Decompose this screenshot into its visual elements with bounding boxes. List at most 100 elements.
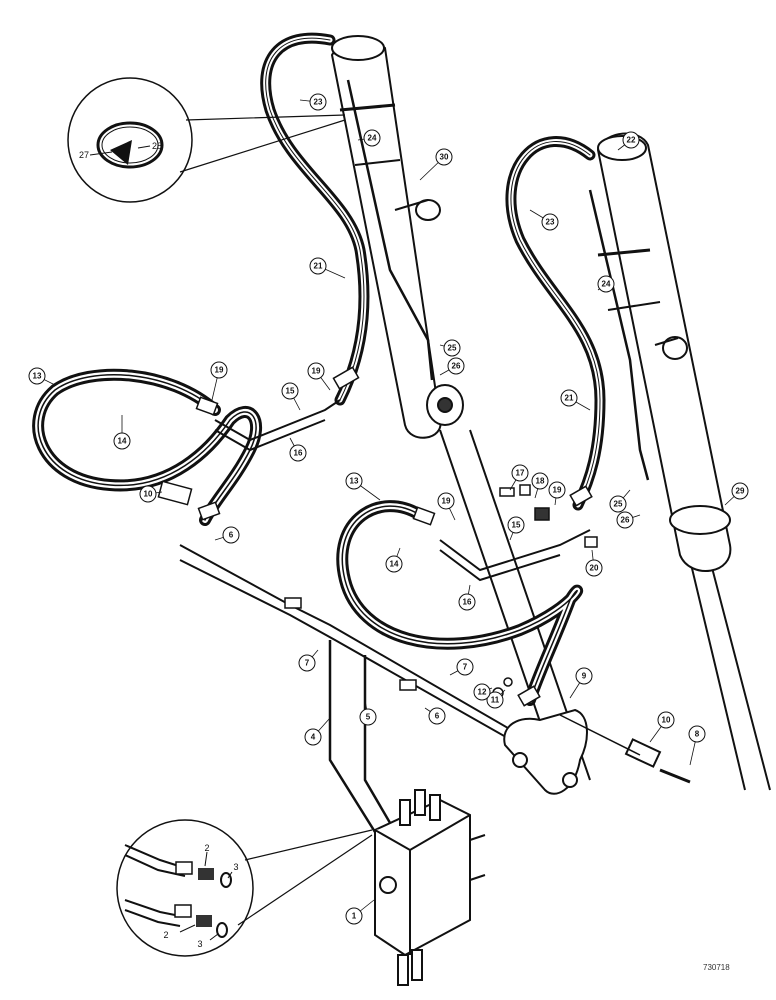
callout-circle — [359, 708, 377, 726]
callout-number: 10 — [144, 490, 153, 499]
callout-number: 11 — [491, 696, 500, 705]
callout-12: 12 — [473, 683, 493, 701]
callout-number: 29 — [736, 487, 745, 496]
callout-14: 14 — [385, 547, 403, 573]
callout-number: 21 — [314, 262, 323, 271]
callout-19: 19 — [437, 492, 456, 521]
inset-callout-2a: 2 — [204, 843, 209, 853]
callout-15: 15 — [281, 382, 301, 411]
callout-circle — [210, 361, 228, 379]
callout-25: 25 — [609, 489, 631, 513]
drawing-id: 730718 — [703, 963, 730, 972]
callout-circle — [731, 482, 749, 500]
inset-callout-2b: 2 — [163, 930, 168, 940]
callout-21: 21 — [560, 389, 591, 411]
inset-callout-3a: 3 — [233, 862, 238, 872]
callout-1: 1 — [345, 899, 375, 925]
callout-number: 7 — [305, 659, 310, 668]
callout-number: 15 — [512, 521, 521, 530]
callout-number: 16 — [294, 449, 303, 458]
callout-circle — [443, 339, 461, 357]
callout-15: 15 — [507, 516, 525, 541]
inset-callout-28: 28 — [152, 141, 162, 151]
callout-number: 10 — [662, 716, 671, 725]
callout-number: 25 — [614, 500, 623, 509]
callout-number: 26 — [452, 362, 461, 371]
callout-4: 4 — [304, 717, 331, 746]
callout-circle — [385, 555, 403, 573]
hoses — [32, 32, 606, 706]
callout-circle — [575, 667, 593, 685]
callout-10: 10 — [139, 485, 163, 503]
callout-number: 22 — [627, 136, 636, 145]
callout-16: 16 — [458, 584, 476, 611]
control-valve — [374, 789, 486, 986]
callout-7: 7 — [449, 658, 474, 676]
inset-callout-27: 27 — [79, 150, 89, 160]
callout-circle — [435, 148, 453, 166]
callout-number: 21 — [565, 394, 574, 403]
callout-circle — [560, 389, 578, 407]
callout-24: 24 — [597, 275, 615, 293]
callout-number: 13 — [350, 477, 359, 486]
callout-circle — [113, 432, 131, 450]
callout-number: 1 — [352, 912, 357, 921]
callout-circle — [657, 711, 675, 729]
callout-number: 19 — [553, 486, 562, 495]
callout-number: 8 — [695, 730, 700, 739]
callout-circle — [428, 707, 446, 725]
callout-circle — [548, 481, 566, 499]
clamp-detail-inset: 27 28 — [67, 77, 346, 203]
callout-20: 20 — [585, 549, 603, 577]
callout-circle — [531, 472, 549, 490]
tubes — [179, 399, 591, 841]
callout-21: 21 — [309, 257, 346, 279]
callout-number: 17 — [516, 469, 525, 478]
callout-17: 17 — [509, 464, 529, 491]
callout-23: 23 — [529, 209, 559, 231]
callout-number: 19 — [215, 366, 224, 375]
callout-number: 24 — [602, 280, 611, 289]
callout-circle — [289, 444, 307, 462]
callout-circle — [298, 654, 316, 672]
callout-circle — [511, 464, 529, 482]
callout-29: 29 — [724, 482, 749, 506]
callout-number: 5 — [366, 713, 371, 722]
callout-8: 8 — [688, 725, 706, 766]
callout-19: 19 — [307, 362, 331, 391]
callout-19: 19 — [210, 361, 228, 401]
callout-14: 14 — [113, 415, 131, 450]
callout-10: 10 — [649, 711, 675, 743]
callout-16: 16 — [289, 437, 307, 462]
callout-circle — [456, 658, 474, 676]
callout-26: 26 — [616, 511, 641, 529]
inset-callout-3b: 3 — [197, 939, 202, 949]
callout-24: 24 — [357, 129, 381, 147]
callout-13: 13 — [28, 367, 56, 386]
callout-6: 6 — [214, 526, 240, 544]
callout-5: 5 — [359, 699, 377, 726]
callout-circle — [486, 691, 504, 709]
callout-circle — [473, 683, 491, 701]
callout-number: 23 — [314, 98, 323, 107]
callout-number: 14 — [118, 437, 127, 446]
callout-number: 12 — [478, 688, 487, 697]
callout-circle — [437, 492, 455, 510]
callout-number: 20 — [590, 564, 599, 573]
callout-number: 19 — [312, 367, 321, 376]
callout-number: 30 — [440, 153, 449, 162]
callout-9: 9 — [569, 667, 593, 699]
callout-circle — [507, 516, 525, 534]
callout-number: 24 — [368, 134, 377, 143]
callout-number: 7 — [463, 663, 468, 672]
callout-circle — [622, 131, 640, 149]
fittings — [195, 366, 598, 707]
callout-circle — [458, 593, 476, 611]
callout-circle — [345, 472, 363, 490]
callout-number: 9 — [582, 672, 587, 681]
callout-number: 14 — [390, 560, 399, 569]
callout-circle — [222, 526, 240, 544]
callout-circle — [139, 485, 157, 503]
callout-circle — [28, 367, 46, 385]
